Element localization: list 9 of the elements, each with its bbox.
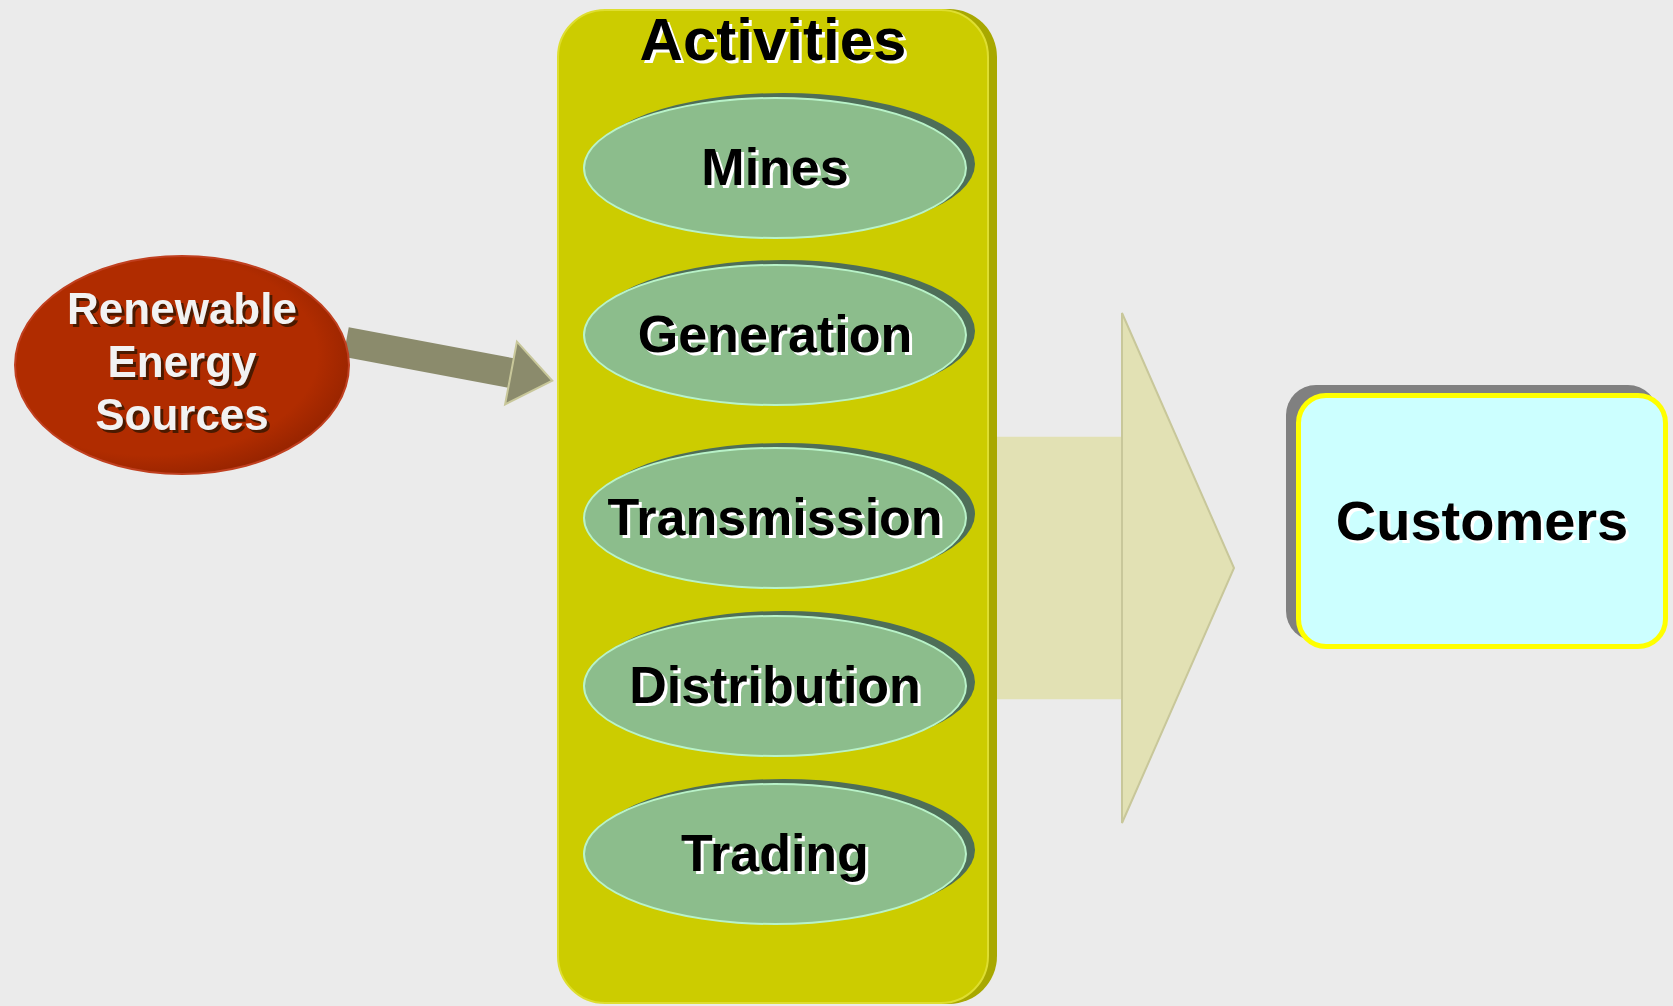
node-label: Customers: [1334, 490, 1630, 552]
arrow: [995, 312, 1235, 824]
node-label: Renewable Energy Sources: [66, 282, 298, 441]
node-label: Distribution: [628, 657, 922, 715]
node-label: Generation: [636, 306, 914, 364]
panel-title: Activities: [638, 7, 908, 73]
node-label: Transmission: [606, 489, 944, 547]
node-label: Mines: [700, 139, 850, 197]
node-label: Trading: [680, 825, 870, 883]
